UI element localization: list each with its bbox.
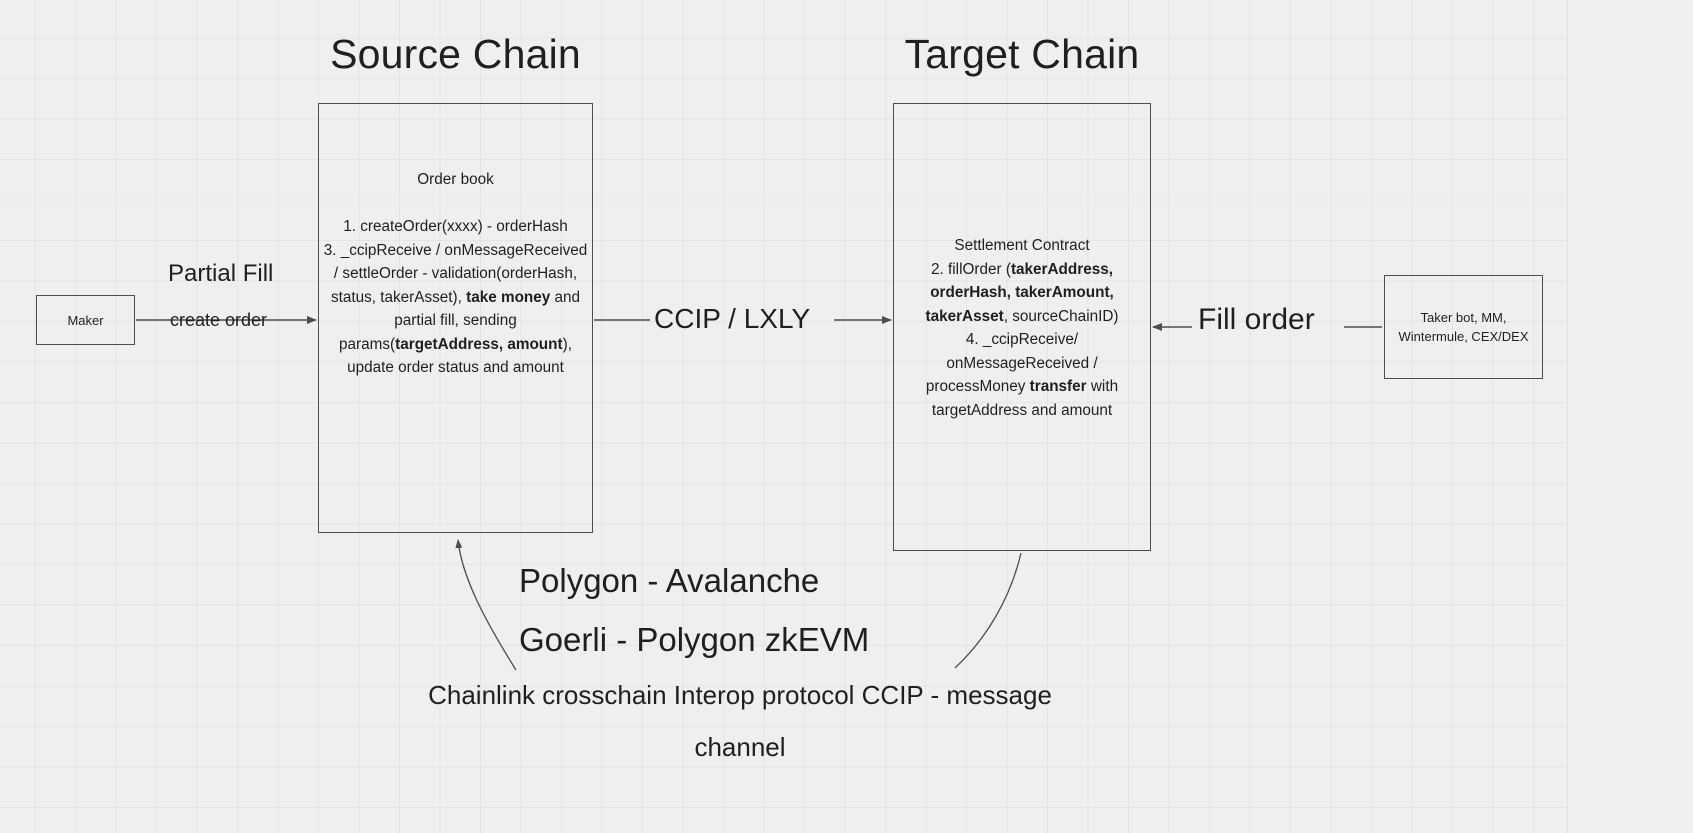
source-box-heading: Order book [417, 171, 494, 188]
right-gutter [1567, 0, 1693, 833]
connector-note-to-source-curve [455, 539, 517, 671]
partial-fill-label: Partial Fill [168, 260, 274, 287]
source-box-spacer [322, 192, 589, 216]
ccip-lxly-label: CCIP / LXLY [654, 303, 811, 334]
create-order-label: create order [170, 310, 268, 330]
target-chain-box[interactable]: Settlement Contract 2. fillOrder (takerA… [893, 103, 1151, 551]
taker-box[interactable]: Taker bot, MM, Wintermule, CEX/DEX [1384, 275, 1543, 379]
chain-pair-note-2: Goerli - Polygon zkEVM [519, 621, 870, 658]
taker-box-label: Taker bot, MM, Wintermule, CEX/DEX [1398, 310, 1529, 344]
connector-target-to-note-curve [954, 552, 1022, 669]
fill-order-label: Fill order [1198, 303, 1315, 336]
target-box-body: 2. fillOrder (takerAddress, orderHash, t… [925, 260, 1119, 419]
target-chain-box-content: Settlement Contract 2. fillOrder (takerA… [894, 234, 1150, 422]
ccip-protocol-note: Chainlink crosschain Interop protocol CC… [428, 680, 1052, 762]
target-box-heading: Settlement Contract [954, 237, 1090, 254]
source-chain-title: Source Chain [330, 31, 581, 77]
source-chain-box-content: Order book 1. createOrder(xxxx) - orderH… [319, 168, 592, 380]
target-chain-title: Target Chain [904, 31, 1140, 77]
maker-box[interactable]: Maker [36, 295, 135, 345]
chain-pair-note-1: Polygon - Avalanche [519, 562, 820, 599]
maker-box-label: Maker [67, 312, 104, 328]
source-chain-box[interactable]: Order book 1. createOrder(xxxx) - orderH… [318, 103, 593, 533]
